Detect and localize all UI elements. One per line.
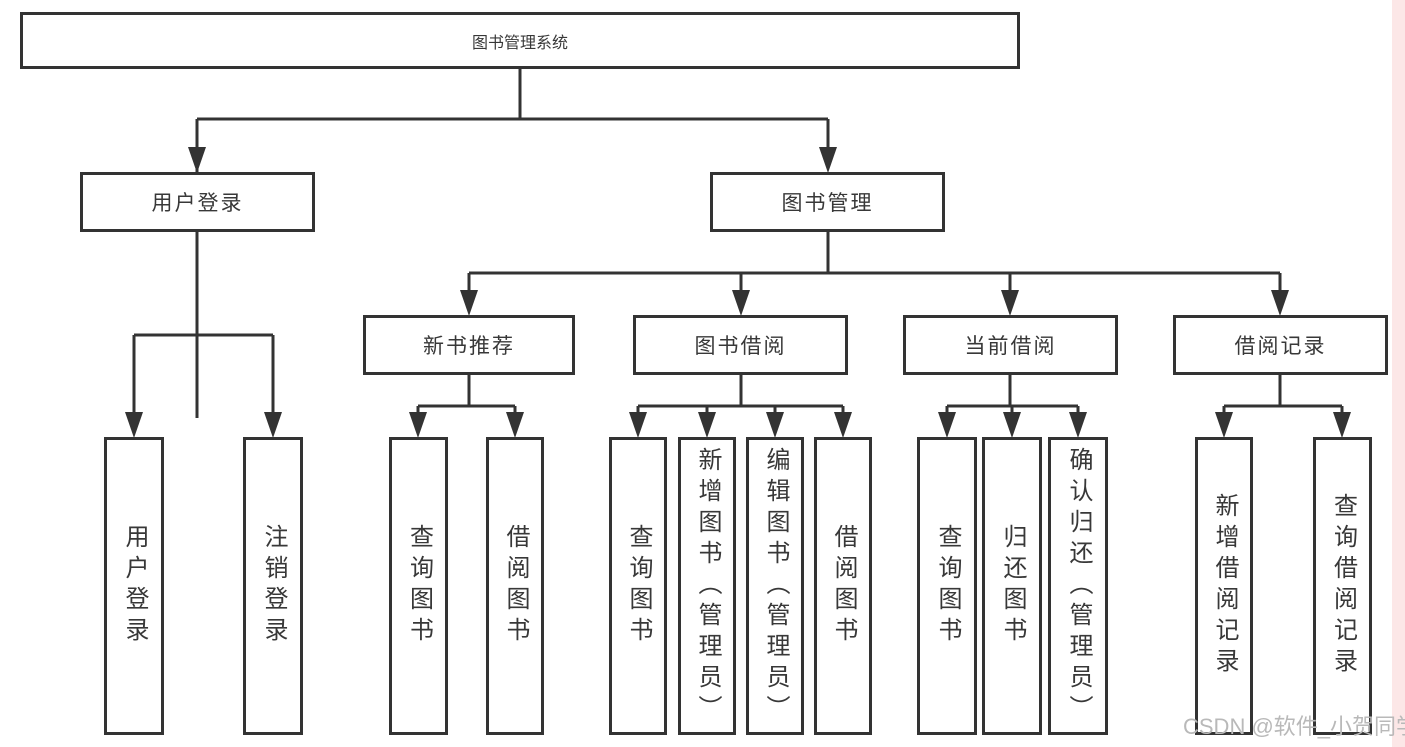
node-new-book-recommend: 新书推荐 (363, 315, 575, 375)
leaf-query-books-recommend-label: 查询图书 (405, 524, 433, 648)
csdn-watermark: CSDN @软件_小贺同学 (1183, 714, 1405, 739)
leaf-edit-books-admin-label: 编辑图书（管理员） (762, 446, 789, 726)
node-borrow-records-label: 借阅记录 (1234, 335, 1327, 358)
node-new-book-recommend-label: 新书推荐 (423, 335, 515, 358)
node-root: 图书管理系统 (20, 12, 1020, 69)
leaf-return-books-label: 归还图书 (999, 524, 1026, 648)
leaf-logout: 注销登录 (243, 437, 303, 735)
leaf-borrow-books-recommend: 借阅图书 (486, 437, 544, 735)
node-current-borrowing: 当前借阅 (903, 315, 1118, 375)
leaf-add-books-admin-label: 新增图书（管理员） (694, 446, 721, 726)
node-user-login: 用户登录 (80, 172, 315, 232)
node-book-management-label: 图书管理 (781, 192, 874, 215)
node-book-borrowing: 图书借阅 (633, 315, 848, 375)
leaf-add-borrow-record: 新增借阅记录 (1195, 437, 1253, 735)
node-user-login-label: 用户登录 (151, 192, 244, 215)
leaf-confirm-return-admin: 确认归还（管理员） (1048, 437, 1108, 735)
leaf-query-books-recommend: 查询图书 (389, 437, 448, 735)
leaf-logout-label: 注销登录 (260, 524, 287, 648)
leaf-query-borrow-record: 查询借阅记录 (1313, 437, 1372, 735)
leaf-edit-books-admin: 编辑图书（管理员） (746, 437, 804, 735)
leaf-borrow-books-borrowing-label: 借阅图书 (830, 524, 857, 648)
leaf-confirm-return-admin-label: 确认归还（管理员） (1065, 446, 1092, 726)
leaf-query-borrow-record-label: 查询借阅记录 (1329, 493, 1357, 679)
leaf-add-books-admin: 新增图书（管理员） (678, 437, 736, 735)
leaf-add-borrow-record-label: 新增借阅记录 (1211, 493, 1238, 679)
arrowhead-icons (125, 147, 1351, 438)
node-borrow-records: 借阅记录 (1173, 315, 1388, 375)
leaf-borrow-books-borrowing: 借阅图书 (814, 437, 872, 735)
leaf-query-books-current-label: 查询图书 (934, 524, 961, 648)
leaf-return-books: 归还图书 (982, 437, 1042, 735)
node-root-label: 图书管理系统 (471, 34, 568, 52)
leaf-query-books-current: 查询图书 (917, 437, 977, 735)
leaf-user-login-label: 用户登录 (121, 524, 148, 648)
node-book-borrowing-label: 图书借阅 (694, 335, 787, 358)
leaf-user-login: 用户登录 (104, 437, 164, 735)
node-current-borrowing-label: 当前借阅 (964, 335, 1057, 358)
leaf-query-books-borrowing-label: 查询图书 (625, 524, 652, 648)
right-edge-tint (1392, 0, 1405, 747)
node-book-management: 图书管理 (710, 172, 945, 232)
leaf-borrow-books-recommend-label: 借阅图书 (502, 524, 529, 648)
leaf-query-books-borrowing: 查询图书 (609, 437, 667, 735)
